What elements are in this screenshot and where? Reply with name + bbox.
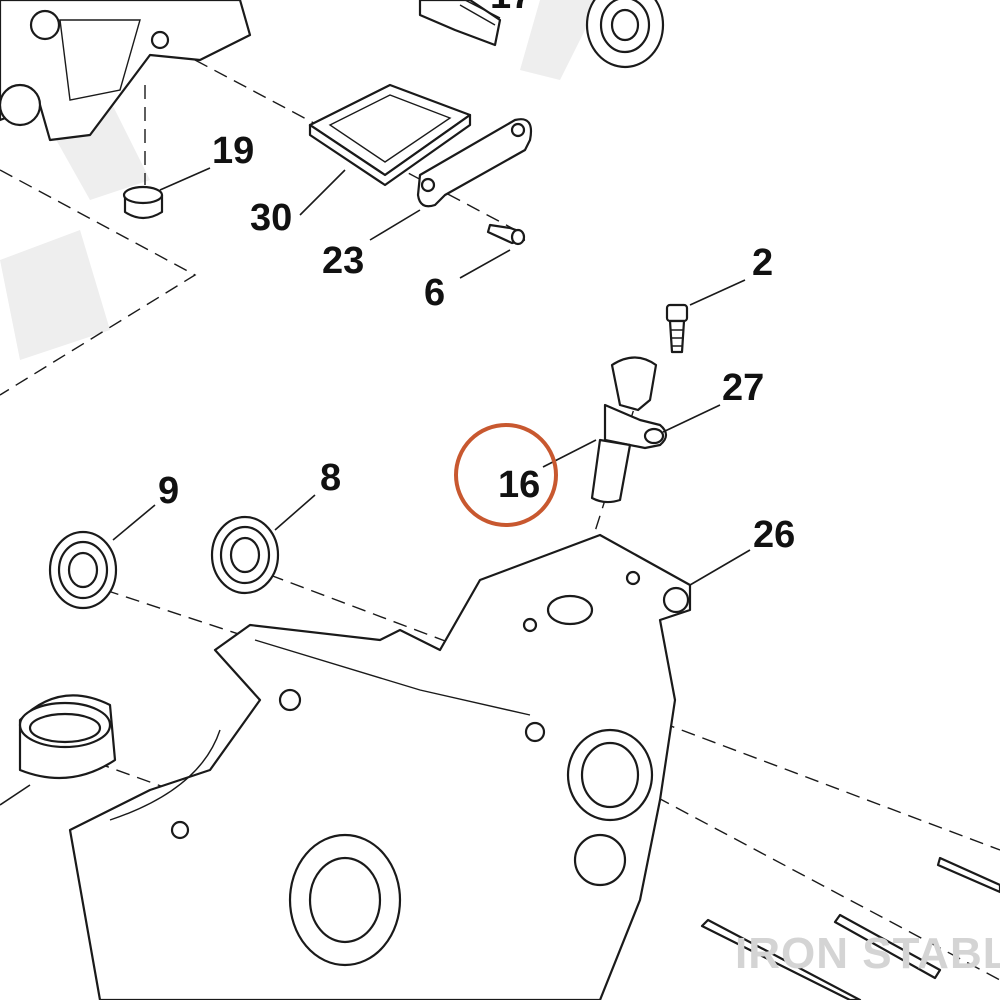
bracket-part-23 <box>416 118 533 208</box>
callout-19: 19 <box>212 130 254 172</box>
bolt-part-2 <box>665 303 689 354</box>
callout-8: 8 <box>320 457 341 499</box>
screw-part-6 <box>486 223 526 246</box>
frame-part <box>0 0 252 142</box>
callout-23: 23 <box>322 240 364 282</box>
filter-pad-part-30 <box>308 83 472 187</box>
callout-2: 2 <box>752 242 773 284</box>
bearing-top <box>585 0 665 69</box>
callout-9: 9 <box>158 470 179 512</box>
sensor-part-16 <box>590 356 668 504</box>
callout-16: 16 <box>498 464 540 506</box>
callout-30: 30 <box>250 197 292 239</box>
shaft-part <box>418 0 502 47</box>
studs <box>700 856 1000 1000</box>
crankcase-part-26 <box>68 533 692 1000</box>
bearing-race-part <box>18 694 117 780</box>
leader-lines <box>0 167 751 806</box>
bushing-part-19 <box>122 185 164 220</box>
highlight-circle <box>454 423 558 527</box>
callout-26: 26 <box>753 514 795 556</box>
callout-labels: 17 19 30 23 6 2 27 16 9 8 26 <box>158 0 795 556</box>
callout-27: 27 <box>722 367 764 409</box>
callout-17: 17 <box>490 0 532 17</box>
bearing-part-8 <box>210 515 280 595</box>
seal-part-9 <box>48 530 118 610</box>
callout-6: 6 <box>424 272 445 314</box>
watermark: IRON STABLE <box>735 929 1000 978</box>
